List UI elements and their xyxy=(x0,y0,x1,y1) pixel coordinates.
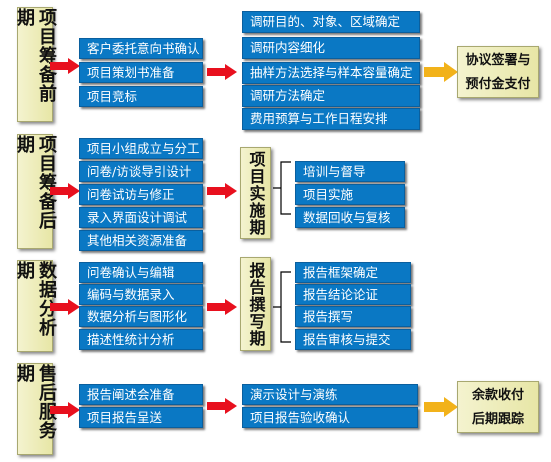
step-button[interactable]: 问卷确认与编辑 xyxy=(79,262,203,283)
step-button[interactable]: 培训与督导 xyxy=(295,161,405,182)
phase-label-1: 项目筹备前期 xyxy=(14,7,57,122)
step-button[interactable]: 项目竞标 xyxy=(79,86,203,107)
phase-label-3: 数据分析期 xyxy=(14,260,57,352)
step-button[interactable]: 项目报告验收确认 xyxy=(242,407,418,428)
phase-label-2: 项目筹备后期 xyxy=(14,134,57,249)
step-button[interactable]: 报告审核与提交 xyxy=(295,329,411,350)
sub-phase-label-1: 项目实施期 xyxy=(240,147,271,239)
step-button[interactable]: 报告框架确定 xyxy=(295,262,411,283)
bracket-connector xyxy=(273,271,291,343)
step-button[interactable]: 报告阐述会准备 xyxy=(79,384,203,405)
sub-phase-label-2: 报告撰写期 xyxy=(240,257,271,351)
step-button[interactable]: 调研内容细化 xyxy=(242,37,420,59)
arrow-right-icon xyxy=(50,402,80,418)
step-button[interactable]: 报告结论论证 xyxy=(295,284,411,305)
phase-label-4: 售后服务期 xyxy=(14,363,57,455)
arrow-right-icon xyxy=(50,183,80,199)
step-button[interactable]: 其他相关资源准备 xyxy=(79,230,203,251)
arrow-right-icon xyxy=(207,299,237,315)
step-button[interactable]: 客户委托意向书确认 xyxy=(79,38,203,59)
step-button[interactable]: 调研目的、对象、区域确定 xyxy=(242,11,420,33)
step-button[interactable]: 问卷/访谈导引设计 xyxy=(79,161,203,182)
step-button[interactable]: 项目报告呈送 xyxy=(79,407,203,428)
step-button[interactable]: 录入界面设计调试 xyxy=(79,207,203,228)
arrow-right-icon xyxy=(50,299,80,315)
result-line: 预付金支付 xyxy=(465,77,531,92)
step-button[interactable]: 报告撰写 xyxy=(295,306,411,327)
arrow-right-icon xyxy=(207,183,237,199)
step-button[interactable]: 描述性统计分析 xyxy=(79,329,203,350)
step-button[interactable]: 调研方法确定 xyxy=(242,85,420,107)
step-button[interactable]: 项目实施 xyxy=(295,184,405,205)
result-box: 余款收付 后期跟踪 xyxy=(457,381,539,433)
step-button[interactable]: 项目小组成立与分工 xyxy=(79,138,203,159)
arrow-right-icon xyxy=(424,397,458,417)
step-button[interactable]: 抽样方法选择与样本容量确定 xyxy=(242,62,420,84)
step-button[interactable]: 数据回收与复核 xyxy=(295,207,405,228)
arrow-right-icon xyxy=(207,64,237,80)
step-button[interactable]: 数据分析与图形化 xyxy=(79,306,203,327)
bracket-connector xyxy=(273,161,291,215)
step-button[interactable]: 编码与数据录入 xyxy=(79,284,203,305)
step-button[interactable]: 费用预算与工作日程安排 xyxy=(242,108,420,130)
step-button[interactable]: 问卷试访与修正 xyxy=(79,184,203,205)
result-line: 余款收付 xyxy=(471,388,524,403)
step-button[interactable]: 演示设计与演练 xyxy=(242,384,418,405)
arrow-right-icon xyxy=(424,62,458,82)
arrow-right-icon xyxy=(207,398,237,414)
step-button[interactable]: 项目策划书准备 xyxy=(79,62,203,83)
result-box: 协议签署与 预付金支付 xyxy=(457,46,539,98)
result-line: 后期跟踪 xyxy=(471,412,524,427)
arrow-right-icon xyxy=(50,58,80,74)
result-line: 协议签署与 xyxy=(465,53,531,68)
